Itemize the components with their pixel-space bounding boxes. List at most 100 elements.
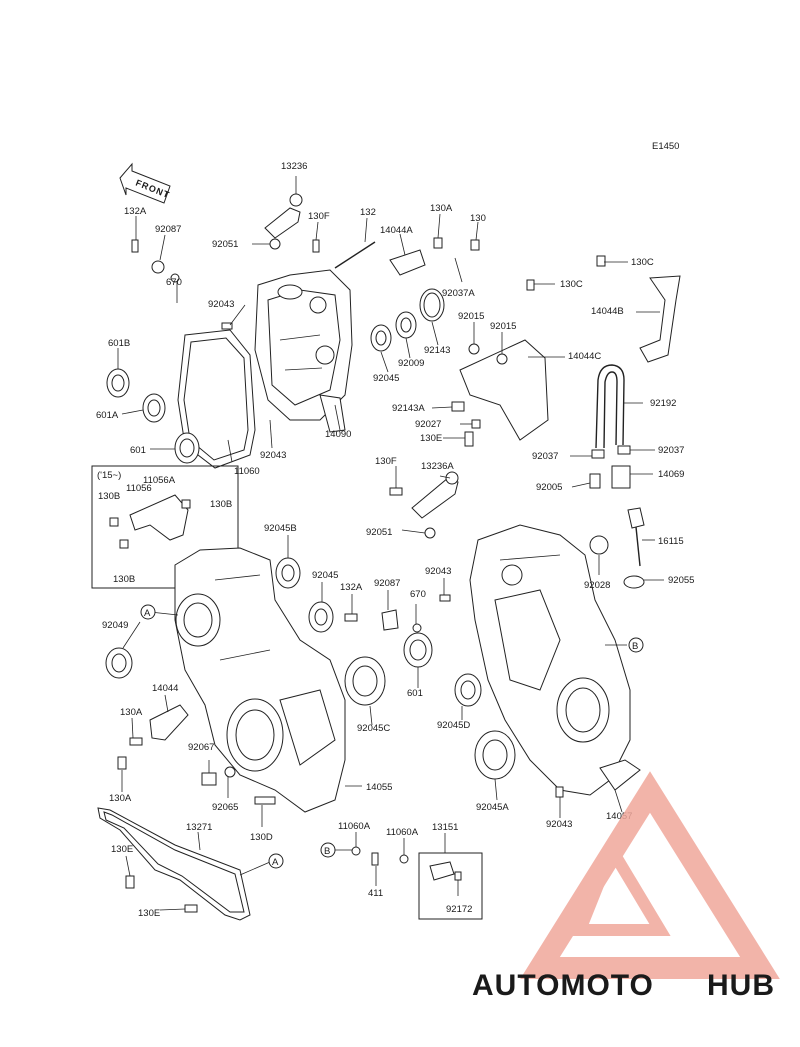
part-label: 92043 [260, 450, 286, 461]
part-label: 130A [109, 793, 132, 804]
part-label: 92009 [398, 358, 424, 369]
part-label: 14044C [568, 351, 601, 362]
front-arrow-icon: FRONT [119, 162, 171, 204]
bracket-11056 [129, 494, 189, 541]
bolt-132a [131, 239, 139, 253]
svg-text:B: B [632, 641, 638, 652]
part-label: 92172 [446, 904, 472, 915]
ring-92143 [419, 288, 445, 322]
logo-triangle-inner [571, 836, 671, 936]
plug-92087 [151, 260, 165, 274]
bolt-92172 [454, 871, 462, 881]
part-label: 130E [138, 908, 160, 919]
part-label: 92143A [392, 403, 425, 414]
part-label: 11056 [126, 483, 152, 494]
bracket-14044b [639, 275, 681, 363]
part-label: 92037A [442, 288, 475, 299]
part-label: 130D [250, 832, 273, 843]
part-label: 132A [340, 582, 363, 593]
watermark-brand-part2: HUB [707, 969, 775, 1002]
part-label: 130E [111, 844, 133, 855]
part-label: 11060A [386, 827, 419, 838]
part-label: 92045C [357, 723, 390, 734]
part-label: 92067 [188, 742, 214, 753]
part-label: 11056A [143, 475, 176, 486]
bolt-132a-mid [344, 613, 358, 622]
part-label: 92192 [650, 398, 676, 409]
box-13151 [418, 852, 483, 920]
bracket-14044c [459, 339, 549, 441]
callout-b-lower: B [320, 842, 336, 858]
watermark-brand-part1: AUTOMOTO [472, 969, 654, 1002]
pin-92043-mid [439, 594, 451, 602]
clip-11060a-b [399, 854, 409, 864]
bolt-130b-a [109, 517, 119, 527]
part-label: 14044B [591, 306, 624, 317]
washer-92051 [269, 238, 281, 250]
bolt-130b-c [119, 539, 129, 549]
bolt-130f [312, 239, 320, 253]
part-label: 601A [96, 410, 119, 421]
oring-670 [170, 273, 180, 283]
part-label: 92055 [668, 575, 694, 586]
pin-92043-upper [221, 322, 233, 330]
callout-a-lower: A [268, 853, 284, 869]
upper-gasket [177, 329, 256, 469]
bearing-601 [174, 432, 200, 464]
part-label: 11060 [234, 466, 260, 477]
plug-92087-mid [381, 609, 399, 631]
part-label: 92045 [312, 570, 338, 581]
part-label: 601 [407, 688, 423, 699]
part-label: 130B [210, 499, 232, 510]
part-label: 92049 [102, 620, 128, 631]
part-label: 132A [124, 206, 147, 217]
year-note: ('15~) [97, 470, 121, 481]
bearing-92045c [344, 656, 386, 706]
bolt-130a-low [117, 756, 127, 770]
washer-92065 [224, 766, 236, 778]
part-label: 130F [375, 456, 397, 467]
part-label: 130E [420, 433, 442, 444]
seal-92045-left [308, 601, 334, 633]
logo-triangle-outer [520, 771, 780, 979]
part-label: 14044A [380, 225, 413, 236]
part-label: 92065 [212, 802, 238, 813]
part-label: 13151 [432, 822, 458, 833]
part-label: 13236 [281, 161, 307, 172]
part-label: 14055 [366, 782, 392, 793]
svg-text:A: A [144, 608, 151, 619]
part-label: 14090 [325, 429, 351, 440]
callout-a-upper: A [140, 604, 156, 620]
bracket-14044a [389, 249, 426, 276]
nut-92015-b [496, 353, 508, 365]
dipstick-16115 [627, 507, 645, 567]
bearing-92045a [474, 730, 516, 780]
part-label: 16115 [658, 536, 684, 547]
bolt-130-top [470, 239, 480, 251]
fitting-92005 [589, 473, 601, 489]
seal-92009 [395, 311, 417, 339]
bearing-601b [106, 368, 130, 398]
part-label: 92051 [366, 527, 392, 538]
part-label: 92045 [373, 373, 399, 384]
part-label: 13271 [186, 822, 212, 833]
automotohub-logo [520, 771, 780, 979]
lever-13236a [411, 471, 459, 519]
bolt-130b-b [181, 499, 191, 509]
part-label: 92037 [532, 451, 558, 462]
part-label: 92045D [437, 720, 470, 731]
seal-92045-upper [370, 324, 392, 352]
leader-lines [117, 176, 664, 911]
year-box [91, 465, 239, 589]
bolt-130a-left [129, 737, 143, 746]
breather-14069 [611, 465, 631, 489]
seal-92049 [105, 647, 133, 679]
part-label: 14044 [152, 683, 178, 694]
hose-92192 [595, 364, 625, 449]
seal-92045b [275, 557, 301, 589]
seal-92045d [454, 673, 482, 707]
clip-11060a-a [351, 846, 361, 856]
plug-92067 [201, 772, 217, 786]
